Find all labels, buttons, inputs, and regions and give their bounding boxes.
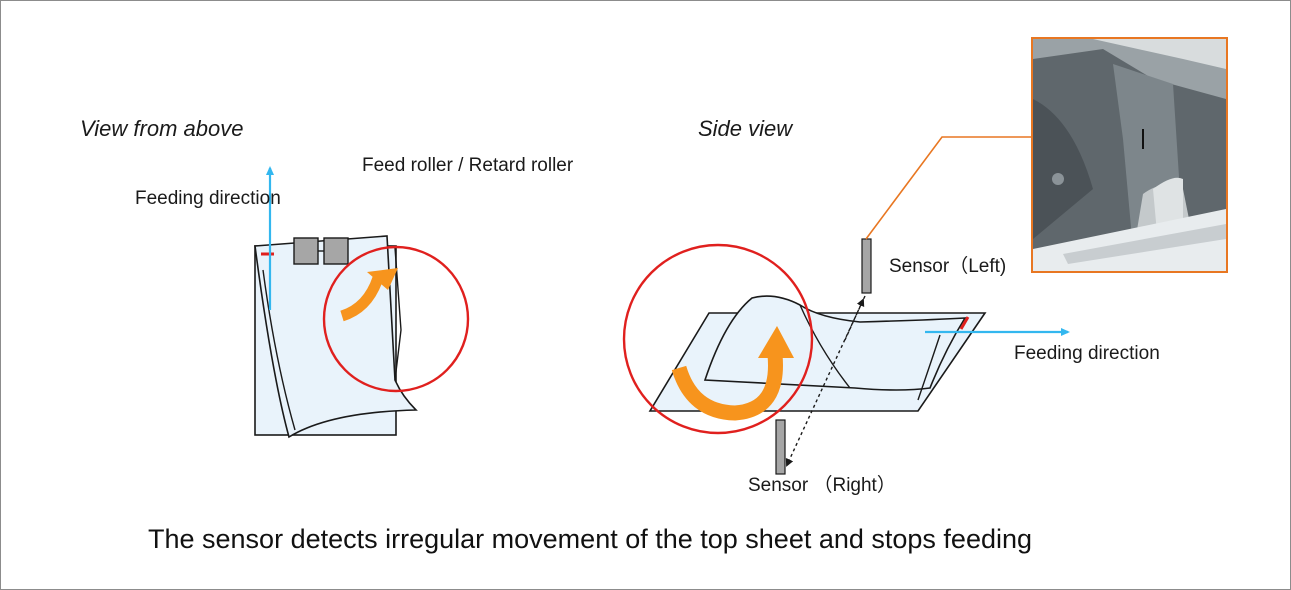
retard-roller (323, 237, 349, 265)
feed-roller (293, 237, 319, 265)
sensor-left (861, 238, 872, 294)
side-view-rotation-curved-arrow-icon (671, 326, 794, 421)
side-view-title: Side view (698, 116, 793, 141)
sensor-right (775, 419, 786, 475)
sensor-left-label: Sensor（Left) (889, 256, 1007, 277)
scanner-photo-illustration (1033, 39, 1226, 271)
top-view-title: View from above (80, 116, 244, 141)
top-view-rotation-curved-arrow-icon (340, 268, 398, 322)
top-view-feeding-direction-label: Feeding direction (135, 188, 281, 209)
side-view-diagram (622, 136, 1141, 475)
sensor-beam-arrow-icon (785, 295, 866, 467)
side-view-sensor-mark (959, 316, 970, 330)
top-view-sheet-curl-right (394, 247, 402, 381)
roller-label: Feed roller / Retard roller (362, 155, 574, 176)
diagram-caption: The sensor detects irregular movement of… (148, 524, 1033, 554)
top-view-sheet-curl (262, 269, 296, 431)
top-view-highlight-circle (322, 245, 470, 393)
side-view-feeding-direction-label: Feeding direction (1014, 343, 1160, 364)
sensor-right-label: Sensor （Right） (748, 475, 896, 496)
sensor-beam-arrow-up-icon (844, 298, 865, 341)
scanner-sensor-photo (1031, 37, 1228, 273)
side-view-sheet-fold-edge (917, 334, 941, 401)
side-view-sheet-fold (799, 304, 851, 389)
side-view-highlight-circle (622, 243, 814, 435)
top-view-diagram (254, 166, 470, 439)
